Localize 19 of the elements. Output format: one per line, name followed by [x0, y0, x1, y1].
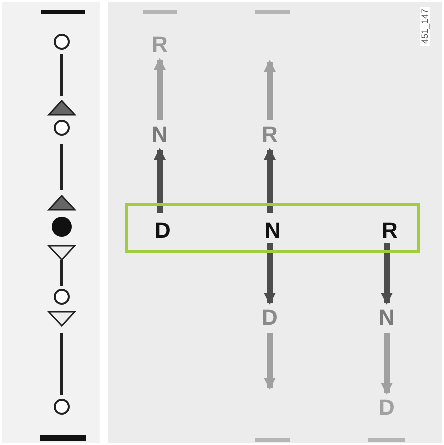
gear-letter: N — [375, 305, 399, 331]
arrow — [154, 148, 166, 213]
arrow — [264, 243, 276, 305]
gear-letter: R — [258, 122, 282, 148]
figure-code: 451_147 — [420, 6, 430, 46]
arrow — [154, 58, 166, 120]
gear-letter: N — [148, 122, 172, 148]
arrow — [264, 60, 276, 120]
arrow — [381, 333, 393, 395]
arrow — [264, 148, 276, 213]
gear-letter: D — [375, 395, 399, 421]
gear-letter: D — [151, 218, 175, 244]
arrow — [381, 243, 393, 305]
highlight-band-frame — [125, 203, 420, 253]
gear-letter: R — [148, 32, 172, 58]
gear-letter: R — [378, 218, 402, 244]
arrow — [264, 333, 276, 390]
gear-letter: D — [258, 305, 282, 331]
gear-letter: N — [261, 218, 285, 244]
